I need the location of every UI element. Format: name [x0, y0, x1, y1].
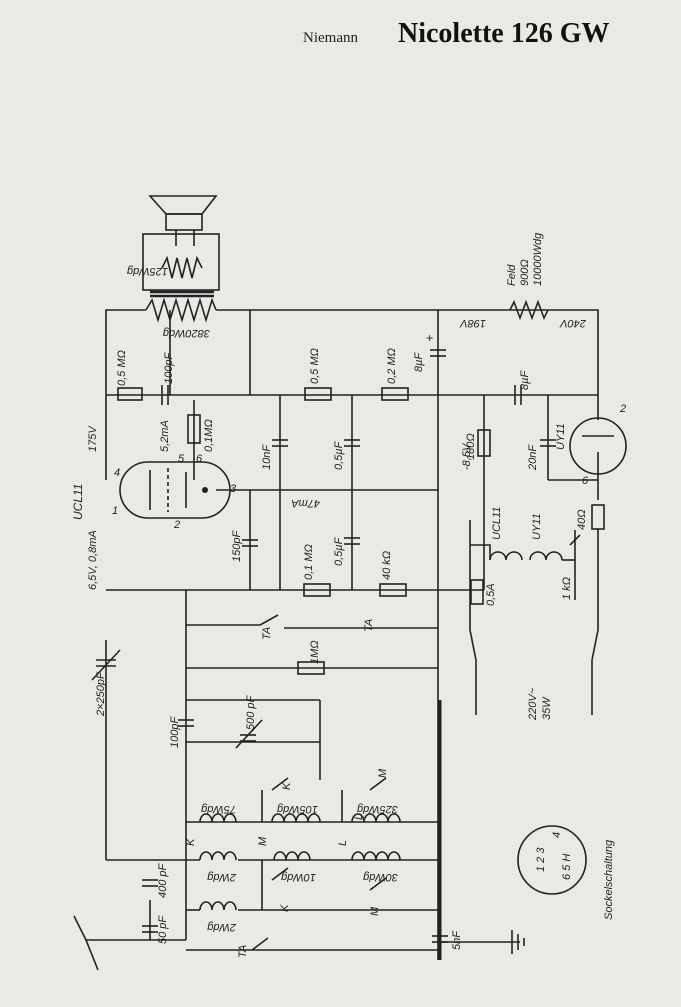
- label-l2: L: [353, 814, 365, 820]
- label-m2: M: [377, 768, 389, 778]
- label-c05b: 0,5µF: [333, 536, 345, 566]
- label-c500: 500 pF: [245, 694, 257, 730]
- label-r05a: 0,5 MΩ: [116, 350, 128, 386]
- label-sockel: Sockelschaltung: [603, 839, 615, 920]
- label-c20n: 20nF: [527, 444, 539, 471]
- label-l1: L: [337, 840, 349, 846]
- label-vm85: -8,5V: [461, 442, 473, 470]
- label-w30: 30Wdg: [362, 871, 398, 883]
- label-c100b: 100pF: [169, 716, 181, 748]
- label-m1: M: [257, 836, 269, 846]
- label-uy-pin6: 6: [582, 475, 589, 487]
- label-ma52: 5,2mA: [159, 420, 171, 452]
- label-r40: 40Ω: [576, 509, 588, 530]
- label-uy11: UY11: [555, 423, 567, 450]
- label-w2a: 2Wdg: [206, 871, 237, 883]
- label-r01: 0,1MΩ: [203, 419, 215, 452]
- label-field: Feld: [506, 264, 518, 286]
- label-w10: 10Wdg: [280, 871, 316, 883]
- label-c05a: 0,5µF: [333, 440, 345, 470]
- label-r180: 180Ω: [465, 433, 477, 460]
- label-fil-uy: UY11: [531, 513, 543, 540]
- label-fil-ucl: UCL11: [491, 507, 503, 540]
- tube-ucl11: [119, 461, 231, 519]
- label-ucl11: UCL11: [71, 484, 85, 520]
- label-sockel-top: 1 2 3: [535, 847, 547, 872]
- label-r01b: 0,1 MΩ: [303, 544, 315, 580]
- label-pin4: 4: [114, 467, 120, 479]
- speaker-transformer: [142, 233, 220, 323]
- label-out-trafo: 3820Wdg: [162, 327, 210, 339]
- brand-name: Niemann: [303, 30, 358, 46]
- label-r02: 0,2 MΩ: [386, 348, 398, 384]
- label-k1: K: [185, 838, 197, 846]
- label-uy-pin2: 2: [619, 403, 626, 415]
- label-pin2: 2: [173, 519, 180, 531]
- label-r05b: 0,5 MΩ: [309, 348, 321, 384]
- label-r1m: 1MΩ: [309, 640, 321, 664]
- label-c5n: 5nF: [451, 930, 463, 950]
- label-ta4: TA: [237, 945, 249, 958]
- label-c8b: 8µF: [519, 370, 531, 390]
- label-k2: K: [281, 782, 293, 790]
- label-r40k: 40 kΩ: [381, 551, 393, 580]
- label-v240: 240V: [559, 317, 587, 329]
- wiring: [73, 299, 605, 971]
- label-c50: 50 pF: [157, 915, 169, 944]
- label-c8a: 8µF: [413, 352, 425, 372]
- label-c2x250: 2×250pF: [95, 671, 107, 717]
- label-v65: 6,5V, 0,8mA: [87, 530, 99, 590]
- label-field-r: 900Ω: [519, 259, 531, 286]
- label-pin1: 1: [112, 505, 118, 517]
- label-c10n: 10nF: [261, 444, 273, 470]
- label-v175: 175V: [87, 425, 99, 452]
- label-c150: 150pF: [231, 530, 243, 562]
- label-power: 35W: [541, 696, 553, 720]
- label-ma47: 47mA: [291, 497, 320, 509]
- model-name: Nicolette 126 GW: [398, 18, 610, 49]
- label-c400: 400 pF: [157, 862, 169, 898]
- socket-diagram: [517, 825, 587, 895]
- label-field-w: 10000Wdg: [532, 232, 544, 286]
- label-w75: 75Wdg: [200, 803, 236, 815]
- label-k3: K: [279, 904, 291, 912]
- label-c100p: 100pF: [163, 352, 175, 384]
- label-mains: 220V~: [527, 687, 539, 721]
- label-m3: M: [369, 906, 381, 916]
- label-pin3: 3: [230, 483, 237, 495]
- label-w325: 325Wdg: [356, 803, 398, 815]
- tube-uy11: [569, 417, 627, 475]
- label-plus: +: [426, 331, 433, 345]
- label-ta2: TA: [363, 619, 375, 632]
- label-sockel-bot: 6 5 H: [561, 854, 573, 880]
- label-w105: 105Wdg: [276, 803, 318, 815]
- label-v198: 198V: [459, 317, 486, 329]
- label-spk-coil: 125Wdg: [126, 265, 168, 277]
- label-r1k: 1 kΩ: [561, 577, 573, 600]
- label-pin6: 6: [196, 453, 203, 465]
- label-pin5: 5: [178, 453, 185, 465]
- label-w2b: 2Wdg: [206, 921, 237, 933]
- label-ta1: TA: [261, 627, 273, 640]
- label-fuse: 0,5A: [485, 583, 497, 606]
- label-sockel-4: 4: [551, 832, 563, 838]
- speaker-icon: [148, 195, 218, 246]
